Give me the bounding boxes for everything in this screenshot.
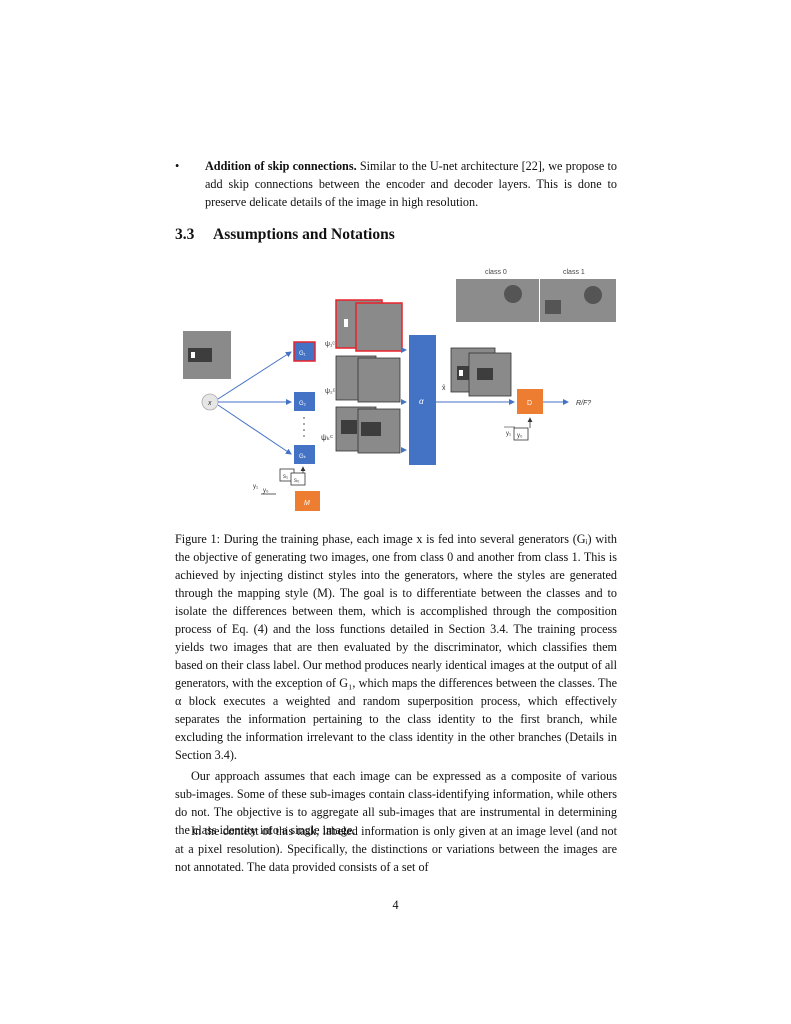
discriminator-block xyxy=(517,389,543,414)
g1-output-class1 xyxy=(355,302,403,352)
class0-sample-image xyxy=(456,279,539,322)
generator-g1 xyxy=(293,341,316,362)
xhat-mark xyxy=(459,370,463,376)
bullet-marker: • xyxy=(175,159,180,173)
section-number: 3.3 xyxy=(175,226,195,243)
page-number: 4 xyxy=(392,898,399,912)
alpha-block xyxy=(409,335,436,465)
y0-label: y₀ xyxy=(517,433,523,439)
style-label-k: ψₖᶜ xyxy=(321,433,333,442)
section-heading: 3.3 Assumptions and Notations xyxy=(175,226,395,244)
generator-gk xyxy=(294,445,315,464)
figure-diagram: class 0 class 1 x G₁ G₂ Gₖ ψ₁ᶜ ψ₂ᶜ ψ xyxy=(175,262,620,512)
bullet-item: • Addition of skip connections. Similar … xyxy=(175,157,617,211)
bullet-title: Addition of skip connections. xyxy=(205,159,357,173)
mapping-y0-label: y₀ xyxy=(263,488,269,494)
mapping-y1-label: y₁ xyxy=(253,484,258,490)
architecture-diagram: class 0 class 1 x G₁ G₂ Gₖ ψ₁ᶜ ψ₂ᶜ ψ xyxy=(183,269,616,511)
input-image-object xyxy=(188,348,212,362)
g1-output-mark xyxy=(344,319,348,327)
input-label: x xyxy=(207,400,212,407)
paragraph-2: In the context of this task, labeled inf… xyxy=(175,824,617,874)
generator-gk-label: Gₖ xyxy=(299,454,307,460)
y1-label: y₁ xyxy=(506,431,511,437)
s1-label: s₁ xyxy=(283,474,288,480)
mapping-label: M xyxy=(304,500,310,507)
figure-caption: Figure 1: During the training phase, eac… xyxy=(175,532,617,762)
input-image-mark xyxy=(191,352,195,358)
style-label-2: ψ₂ᶜ xyxy=(325,388,336,395)
bullet-text: Similar to the U-net architecture [22], … xyxy=(205,159,617,209)
class1-square xyxy=(545,300,561,314)
generator-g2-label: G₂ xyxy=(299,401,307,407)
mapping-block xyxy=(295,491,320,511)
gk-output-object xyxy=(341,420,357,434)
discriminator-label: D xyxy=(527,400,532,407)
y0-box xyxy=(513,427,529,441)
xhat-object-2 xyxy=(477,368,493,380)
class1-label: class 1 xyxy=(563,269,585,276)
generator-g1-label: G₁ xyxy=(299,351,306,357)
generator-g2 xyxy=(294,392,315,411)
alpha-label: α xyxy=(419,397,424,406)
class0-blob xyxy=(504,285,522,303)
paragraph-1: Our approach assumes that each image can… xyxy=(175,769,617,837)
class1-blob xyxy=(584,286,602,304)
class0-label: class 0 xyxy=(485,269,507,276)
gk-output-object-2 xyxy=(361,422,381,436)
s0-box xyxy=(290,472,306,486)
style-label-1: ψ₁ᶜ xyxy=(325,341,335,348)
xhat-label: x̂ xyxy=(442,385,446,392)
arrow-x-g1 xyxy=(217,351,292,400)
s0-label: s₀ xyxy=(294,478,300,484)
arrow-x-gk xyxy=(217,404,292,455)
g2-output-class1 xyxy=(357,357,401,403)
output-label: R/F? xyxy=(576,400,591,407)
section-title: Assumptions and Notations xyxy=(213,226,395,243)
